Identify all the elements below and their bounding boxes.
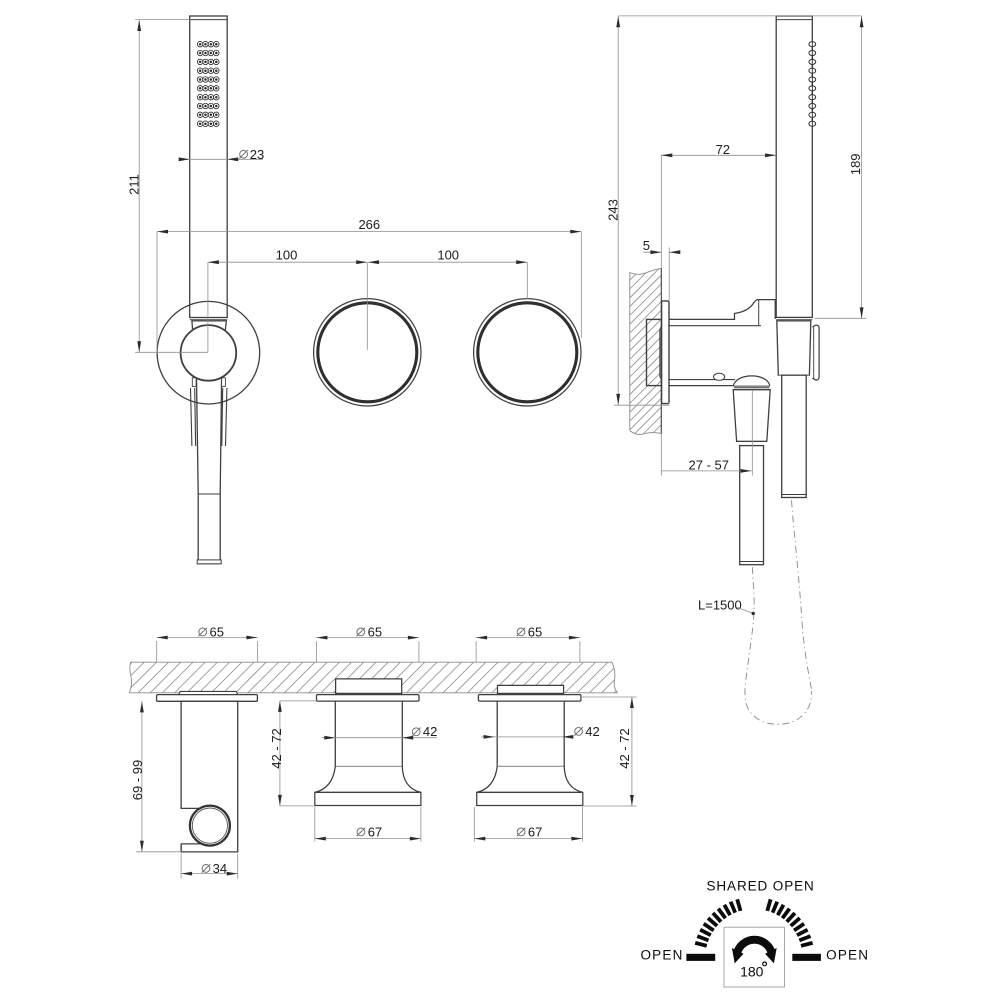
svg-text:SHARED OPEN: SHARED OPEN (707, 879, 815, 894)
svg-text:266: 266 (358, 217, 380, 232)
svg-text:65: 65 (210, 624, 224, 639)
svg-text:42: 42 (423, 724, 437, 739)
svg-text:65: 65 (528, 624, 542, 639)
svg-text:L=1500: L=1500 (698, 597, 742, 612)
svg-text:189: 189 (848, 153, 863, 175)
svg-text:100: 100 (276, 248, 298, 263)
svg-text:42 - 72: 42 - 72 (617, 728, 632, 768)
svg-text:72: 72 (716, 142, 730, 157)
svg-text:34: 34 (213, 861, 227, 876)
svg-text:OPEN: OPEN (640, 947, 683, 962)
svg-text:23: 23 (250, 147, 264, 162)
svg-text:42: 42 (585, 724, 599, 739)
svg-text:5: 5 (643, 238, 650, 253)
svg-text:67: 67 (368, 824, 382, 839)
svg-text:27 - 57: 27 - 57 (689, 457, 729, 472)
svg-text:211: 211 (126, 174, 141, 195)
svg-text:100: 100 (437, 248, 459, 263)
svg-text:69 - 99: 69 - 99 (130, 760, 145, 800)
svg-text:67: 67 (528, 824, 542, 839)
svg-text:65: 65 (368, 624, 382, 639)
svg-text:180: 180 (740, 964, 764, 980)
svg-text:OPEN: OPEN (826, 947, 869, 962)
svg-text:243: 243 (605, 199, 620, 221)
svg-text:42 - 72: 42 - 72 (269, 728, 284, 768)
